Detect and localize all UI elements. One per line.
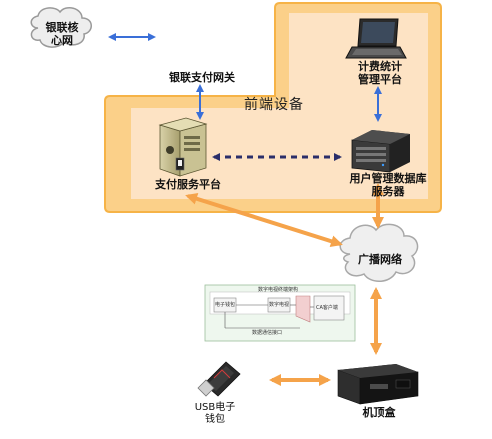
usb-key-label-line-1: USB电子	[194, 402, 236, 413]
user-db-server-label-line-1: 用户管理数据库	[349, 172, 427, 185]
unionpay-core-cloud-icon	[30, 7, 92, 48]
unionpay-core-label-line-1: 银联核	[45, 21, 79, 34]
unionpay-core-label: 银联核 心网	[36, 21, 88, 47]
module-interface-label: 数据通信接口	[252, 330, 283, 336]
module-block-dtv: 数字电视	[269, 302, 290, 308]
payment-server-icon	[158, 117, 208, 177]
unionpay-gateway-label: 银联支付网关	[169, 71, 235, 84]
stats-platform-label: 计费统计 管理平台	[350, 60, 410, 86]
module-block-ewallet: 电子钱包	[215, 302, 236, 308]
payment-platform-label: 支付服务平台	[155, 178, 221, 191]
user-db-server-label: 用户管理数据库 服务器	[340, 172, 436, 198]
payment-to-network-arrow	[185, 192, 343, 248]
set-top-box-icon	[337, 364, 419, 405]
terminal-module-diagram	[204, 284, 356, 342]
module-diagram-title: 数字电视终端架构	[258, 287, 299, 293]
stats-platform-label-line-1: 计费统计	[358, 60, 402, 73]
set-top-box-label: 机顶盒	[362, 406, 396, 419]
laptop-icon	[345, 18, 407, 59]
rack-server-icon	[351, 130, 410, 173]
broadcast-network-label: 广播网络	[358, 253, 402, 266]
usb-key-icon	[197, 361, 241, 397]
usb-key-label-line-2: 钱包	[205, 414, 225, 425]
usb-key-label: USB电子 钱包	[190, 402, 240, 426]
broadcast-network-cloud-icon	[339, 223, 419, 282]
frontend-equipment-title: 前端设备	[244, 97, 304, 113]
unionpay-core-label-line-2: 心网	[51, 34, 73, 47]
module-block-ca: CA客户端	[316, 305, 338, 311]
user-db-server-label-line-2: 服务器	[371, 185, 405, 198]
stats-platform-label-line-2: 管理平台	[358, 73, 402, 86]
